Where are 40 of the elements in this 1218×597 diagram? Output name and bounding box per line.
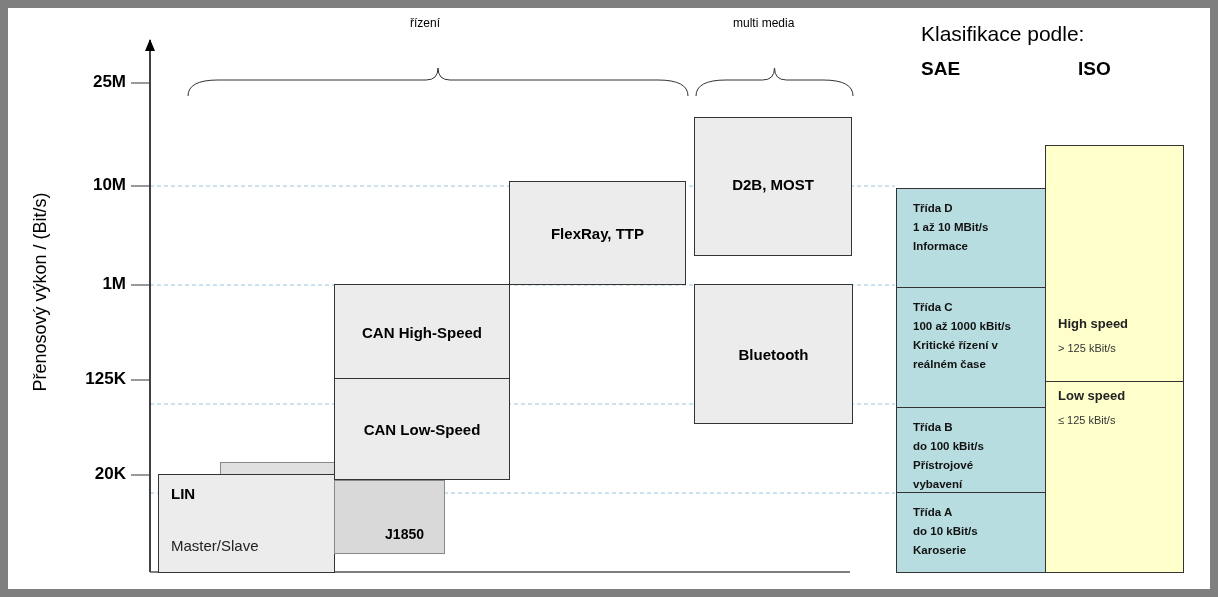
- class-description: Třída D 1 až 10 MBit/s Informace: [913, 201, 990, 254]
- bus-name: Bluetooth: [737, 345, 810, 363]
- class-box: [896, 492, 1046, 573]
- tick-label: 125K: [85, 369, 126, 389]
- class-box: [896, 188, 1046, 288]
- speed-range: ≤ 125 kBit/s: [1058, 414, 1116, 426]
- column-heading: ISO: [1078, 58, 1111, 80]
- bus-name: CAN Low-Speed: [362, 420, 482, 438]
- speed-box: [1045, 145, 1184, 382]
- tick-label: 20K: [94, 464, 126, 484]
- bus-name: CAN High-Speed: [361, 323, 483, 340]
- column-heading: SAE: [921, 58, 961, 80]
- bus-name: LIN: [171, 485, 196, 502]
- bus-box: [509, 181, 686, 285]
- heading: Klasifikace podle:: [921, 22, 1085, 46]
- group-label: řízení: [410, 16, 440, 30]
- speed-range: > 125 kBit/s: [1058, 342, 1116, 354]
- bus-description: Master/Slave: [171, 537, 259, 554]
- class-description: Třída A do 10 kBit/s Karoserie: [913, 505, 979, 558]
- bus-name: J1850: [385, 526, 424, 542]
- speed-class-name: Low speed: [1058, 388, 1126, 403]
- bus-box: [694, 117, 852, 256]
- bus-box: [334, 378, 510, 480]
- class-description: Třída B do 100 kBit/s Přístrojové vybavení: [913, 420, 985, 492]
- class-description: Třída C 100 až 1000 kBit/s Kritické řízení v reálném čase: [913, 300, 1012, 372]
- tick-label: 1M: [102, 274, 126, 294]
- bus-box: [334, 480, 445, 554]
- speed-box: [1045, 381, 1184, 573]
- bus-name: FlexRay, TTP: [549, 224, 646, 242]
- axis-title: Přenosový výkon / (Bit/s): [29, 192, 51, 392]
- bus-name: D2B, MOST: [731, 175, 815, 193]
- tick-label: 25M: [92, 72, 126, 92]
- tick-label: 10M: [92, 175, 126, 195]
- class-box: [896, 407, 1046, 493]
- bus-box: [694, 284, 853, 424]
- group-label: multi media: [733, 16, 795, 30]
- speed-class-name: High speed: [1058, 316, 1129, 331]
- bus-box: [158, 474, 335, 573]
- bus-box: [334, 284, 510, 379]
- class-box: [896, 287, 1046, 408]
